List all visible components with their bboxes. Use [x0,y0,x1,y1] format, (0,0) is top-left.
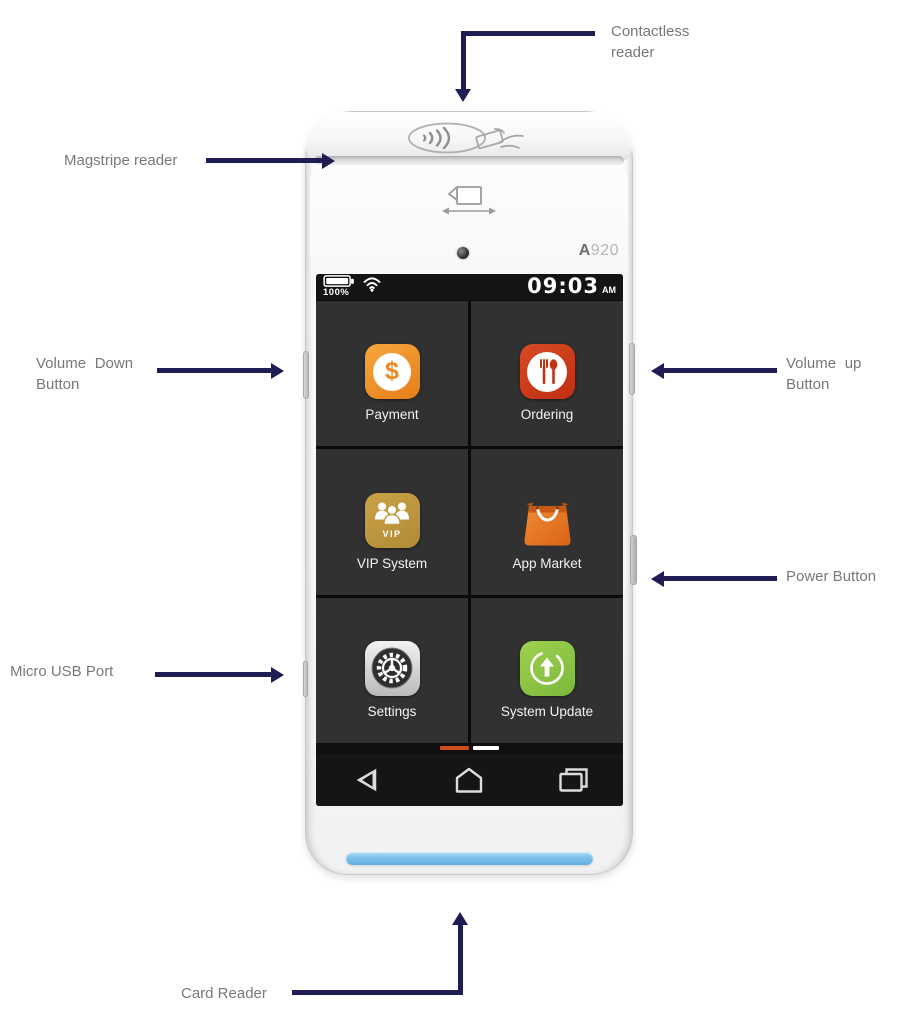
micro-usb-arrow-line [155,672,272,677]
volume-up-arrowhead-icon [651,362,664,379]
model-letter: A [578,242,591,259]
app-tile-system-update[interactable]: System Update [471,597,623,743]
app-label-settings: Settings [367,703,417,719]
time-value: 09:03 [527,274,599,298]
device-upper-face [310,166,628,274]
time-meridiem: AM [602,285,616,295]
system-update-icon [519,640,575,696]
volume-down-label-line2: Button [36,376,80,393]
volume-down-button[interactable] [303,351,309,399]
payment-dollar-icon: $ [364,344,420,400]
card-reader-label-text: Card Reader [181,985,267,1002]
card-reader-arrow-line-h [292,990,462,995]
app-label-system-update: System Update [500,703,594,719]
fork-spoon-icon [540,358,558,384]
app-label-payment: Payment [365,407,419,423]
contactless-arrow-line-v [461,31,466,91]
page-dot-inactive[interactable] [473,746,499,750]
ordering-cutlery-icon [519,344,575,400]
home-icon [455,767,482,793]
magstripe-arrow-line [206,158,323,163]
dollar-glyph: $ [385,357,399,386]
vip-people-icon: VIP [364,492,420,548]
card-reader-arrowhead-icon [452,912,468,925]
status-bar: 100% 09:03 AM [316,274,623,300]
magstripe-reader-label: Magstripe reader [64,150,177,171]
pax-a920-terminal: A920 100% [303,111,637,875]
app-market-bag-icon [520,493,575,548]
front-camera [457,247,469,259]
contactless-label-line1: Contactless [611,23,690,40]
volume-up-button[interactable] [629,343,635,395]
settings-gear-icon [364,640,420,696]
micro-usb-label: Micro USB Port [10,661,113,682]
update-arrow-icon [530,651,564,686]
power-arrowhead-icon [651,570,664,587]
power-label-text: Power Button [786,568,877,585]
shopping-bag-icon [523,502,571,546]
app-tile-vip-system[interactable]: VIP VIP System [316,449,468,595]
volume-down-arrow-line [157,368,272,373]
contactless-arrowhead-icon [455,89,471,102]
magstripe-label-text: Magstripe reader [64,152,178,169]
micro-usb-port[interactable] [303,661,308,697]
magstripe-slot[interactable] [314,156,624,165]
app-tile-app-market[interactable]: App Market [471,449,623,595]
app-label-vip-system: VIP System [356,555,428,571]
touchscreen[interactable]: 100% 09:03 AM [316,274,623,806]
app-tile-settings[interactable]: Settings [316,597,468,743]
app-grid: $ Payment [316,300,623,743]
power-button[interactable] [630,535,637,585]
volume-up-label-line2: Button [786,376,830,393]
volume-down-label-line1: Volume Down [36,355,134,372]
recents-button[interactable] [557,766,589,794]
app-label-app-market: App Market [512,555,582,571]
clock: 09:03 AM [527,274,616,298]
card-reader-arrow-line-v [458,925,463,995]
model-number: 920 [590,242,619,259]
wifi-icon [363,277,381,292]
volume-down-arrowhead-icon [271,362,284,379]
card-swipe-icon [442,186,496,215]
battery-percent: 100% [323,287,350,298]
model-badge: A920 [579,242,619,260]
contactless-reader-label: Contactless reader [611,21,689,63]
back-icon [356,768,377,792]
card-reader-slot[interactable] [346,852,593,865]
card-reader-label: Card Reader [181,983,267,1004]
gear-wheel-icon [371,647,413,689]
home-button[interactable] [452,766,486,794]
micro-usb-label-text: Micro USB Port [10,663,114,680]
volume-up-label: Volume up Button [786,353,861,395]
android-nav-bar [316,754,623,806]
power-button-label: Power Button [786,566,876,587]
battery-icon [323,275,354,287]
contactless-symbol-icon [408,122,524,154]
app-label-ordering: Ordering [520,407,574,423]
page-dot-active[interactable] [440,746,469,750]
app-tile-ordering[interactable]: Ordering [471,301,623,447]
contactless-reader-area [306,112,632,161]
battery-indicator: 100% [323,275,355,298]
people-group-icon [375,502,409,526]
vip-badge-text: VIP [382,529,402,540]
volume-up-label-line1: Volume up [786,355,862,372]
page-indicator [316,746,623,750]
volume-up-arrow-line [663,368,777,373]
power-arrow-line [663,576,777,581]
contactless-label-line2: reader [611,44,655,61]
app-tile-payment[interactable]: $ Payment [316,301,468,447]
magstripe-arrowhead-icon [322,152,335,169]
back-button[interactable] [350,766,380,794]
contactless-arrow-line-h [461,31,595,36]
recents-icon [559,768,588,792]
micro-usb-arrowhead-icon [271,666,284,683]
volume-down-label: Volume Down Button [36,353,133,395]
